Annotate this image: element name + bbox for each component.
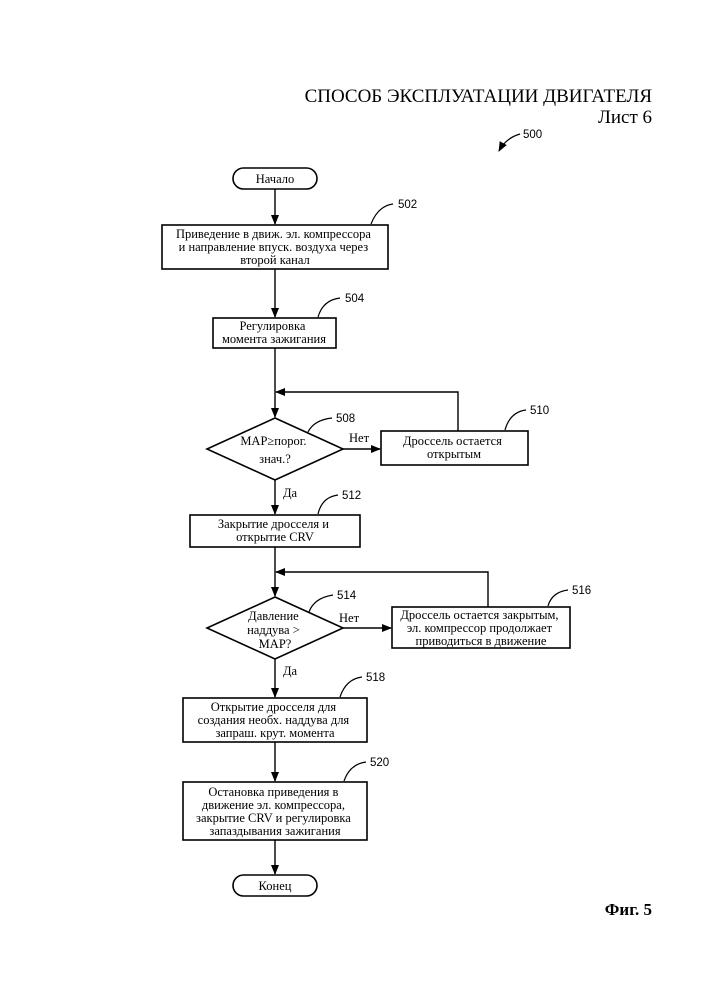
step-520-line-4: запаздывания зажигания (209, 824, 340, 838)
ref-516-leader (548, 590, 568, 606)
step-512-line-2: открытие CRV (236, 530, 314, 544)
ref-520-leader (344, 762, 366, 781)
step-502-line-3: второй канал (240, 253, 309, 267)
step-520-line-2: движение эл. компрессора, (202, 798, 345, 812)
step-518-line-3: запраш. крут. момента (215, 726, 335, 740)
ref-508-leader (308, 418, 332, 432)
decision-514-line-1: Давление (248, 609, 299, 623)
step-516-line-3: приводиться в движение (416, 634, 547, 648)
step-510-line-1: Дроссель остается (403, 434, 502, 448)
ref-516-label: 516 (572, 585, 591, 597)
step-516-line-2: эл. компрессор продолжает (407, 621, 553, 635)
step-502-line-1: Приведение в движ. эл. компрессора (176, 227, 371, 241)
ref-514-leader (309, 595, 333, 612)
ref-510-label: 510 (530, 405, 549, 417)
step-502-line-2: и направление впуск. воздуха через (179, 240, 369, 254)
no-label-508: Нет (349, 431, 370, 445)
step-518-line-2: создания необх. наддува для (198, 713, 350, 727)
start-label: Начало (256, 172, 295, 186)
loop-510-508 (276, 392, 458, 431)
decision-508-line-1: MAP≥порог. (240, 434, 306, 448)
step-520-line-1: Остановка приведения в (208, 785, 338, 799)
step-512-line-1: Закрытие дросселя и (218, 517, 329, 531)
ref-518-leader (340, 677, 362, 697)
decision-508-diamond (207, 418, 343, 480)
step-518-text: Открытие дросселя для создания необх. на… (198, 700, 353, 740)
step-504-line-1: Регулировка (239, 319, 305, 333)
ref-512-leader (318, 495, 338, 514)
ref-514-label: 514 (337, 590, 357, 602)
step-518-line-1: Открытие дросселя для (211, 700, 337, 714)
ref-508-label: 508 (336, 413, 355, 425)
loop-516-514 (276, 572, 488, 607)
ref-500-label: 500 (523, 129, 542, 141)
yes-label-514: Да (283, 664, 298, 678)
ref-520-label: 520 (370, 757, 389, 769)
decision-514-line-3: MAP? (259, 637, 292, 651)
ref-512-label: 512 (342, 490, 361, 502)
step-516-text: Дроссель остается закрытым, эл. компресс… (400, 608, 561, 648)
decision-514-line-2: наддува > (247, 623, 300, 637)
ref-504-leader (318, 298, 340, 317)
ref-518-label: 518 (366, 672, 385, 684)
end-label: Конец (259, 879, 292, 893)
yes-label-508: Да (283, 486, 298, 500)
step-510-line-2: открытым (427, 447, 481, 461)
step-504-line-2: момента зажигания (222, 332, 326, 346)
ref-504-label: 504 (345, 293, 365, 305)
decision-508-line-2: знач.? (259, 452, 291, 466)
step-520-text: Остановка приведения в движение эл. комп… (196, 785, 354, 838)
no-label-514: Нет (339, 611, 360, 625)
ref-510-leader (505, 410, 526, 430)
ref-502-label: 502 (398, 199, 417, 211)
ref-502-leader (371, 204, 393, 224)
ref-500-arrow (499, 134, 520, 151)
step-516-line-1: Дроссель остается закрытым, (400, 608, 558, 622)
step-520-line-3: закрытие CRV и регулировка (196, 811, 351, 825)
